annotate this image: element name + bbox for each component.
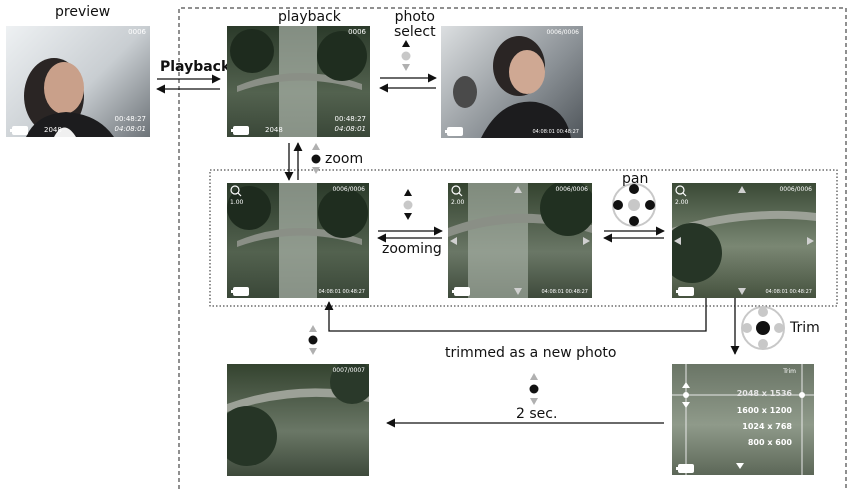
zoom-1x-datetime: 04:08:01 00:48:27 <box>318 289 365 295</box>
playback-time: 00:48:27 <box>334 115 366 123</box>
zoom-pan-screen: 0006/0006 2.00 04:08:01 00:48:27 <box>672 183 816 298</box>
zoom-2x-counter: 0006/0006 <box>555 186 588 193</box>
zoom-label: zoom <box>325 151 364 167</box>
trim-frame-lines <box>672 364 814 475</box>
zoom-pan-battery-icon <box>676 287 694 296</box>
zoom-pan-level: 2.00 <box>675 199 689 206</box>
trim-title: Trim <box>783 368 796 375</box>
pan-label: pan <box>622 171 649 187</box>
zoom-1x-battery-icon <box>231 287 249 296</box>
trim-size-option[interactable]: 800 x 600 <box>747 438 792 447</box>
zoom-2x-screen: 0006/0006 2.00 04:08:01 00:48:27 <box>448 183 592 298</box>
playback-date: 04:08:01 <box>334 125 366 133</box>
playback-button-label[interactable]: Playback <box>160 59 231 75</box>
two-sec-label: 2 sec. <box>516 406 558 422</box>
zoom-1x-screen: 0006/0006 1.00 04:08:01 00:48:27 <box>227 183 369 298</box>
trim-screen: Trim 2048 x 1536 1600 x 1200 1024 x 768 … <box>672 364 814 475</box>
trim-size-option[interactable]: 1600 x 1200 <box>736 406 792 415</box>
photo-select-counter: 0006/0006 <box>546 29 579 36</box>
preview-date: 04:08:01 <box>114 125 146 133</box>
zoom-pan-datetime: 04:08:01 00:48:27 <box>765 289 812 295</box>
woman-laptop-photo <box>453 36 571 138</box>
photo-select-battery-icon <box>445 127 463 136</box>
preview-battery-icon <box>10 126 28 135</box>
playback-counter: 0006 <box>348 28 366 36</box>
playback-label: playback <box>278 9 341 25</box>
zoom-1x-counter: 0006/0006 <box>332 186 365 193</box>
trim-size-option[interactable]: 1024 x 768 <box>742 422 792 431</box>
trimmed-photo-counter: 0007/0007 <box>332 367 365 374</box>
woman-photo <box>24 58 114 137</box>
trim-size-option[interactable]: 2048 x 1536 <box>736 389 792 398</box>
preview-label: preview <box>55 4 111 20</box>
trimmed-photo-screen: 0007/0007 <box>227 364 369 476</box>
trimmed-as-new-photo-label: trimmed as a new photo <box>445 345 617 361</box>
preview-counter: 0006 <box>128 28 146 36</box>
preview-screen: 0006 00:48:27 04:08:01 2048 <box>6 26 150 137</box>
zoom-2x-battery-icon <box>452 287 470 296</box>
zoom-pan-counter: 0006/0006 <box>779 186 812 193</box>
waterfall-bridge-zoomed-photo <box>448 183 592 298</box>
bridge-pan-photo <box>672 185 816 295</box>
trim-battery-icon <box>676 464 694 473</box>
trimmed-bridge-photo <box>227 364 369 466</box>
photo-select-screen: 0006/0006 04:08:01 00:48:27 <box>441 26 583 138</box>
zoom-2x-level: 2.00 <box>451 199 465 206</box>
preview-time: 00:48:27 <box>114 115 146 123</box>
playback-battery-icon <box>231 126 249 135</box>
trim-label: Trim <box>790 320 820 336</box>
zoom-1x-level: 1.00 <box>230 199 244 206</box>
zooming-label: zooming <box>382 241 442 257</box>
waterfall-bridge-photo <box>227 183 368 298</box>
waterfall-bridge-photo <box>230 26 367 137</box>
photo-select-datetime: 04:08:01 00:48:27 <box>532 129 579 135</box>
photo-select-label: photo select <box>394 9 436 41</box>
preview-resolution: 2048 <box>44 126 62 134</box>
playback-screen: 0006 00:48:27 04:08:01 2048 <box>227 26 370 137</box>
zoom-2x-datetime: 04:08:01 00:48:27 <box>541 289 588 295</box>
playback-resolution: 2048 <box>265 126 283 134</box>
